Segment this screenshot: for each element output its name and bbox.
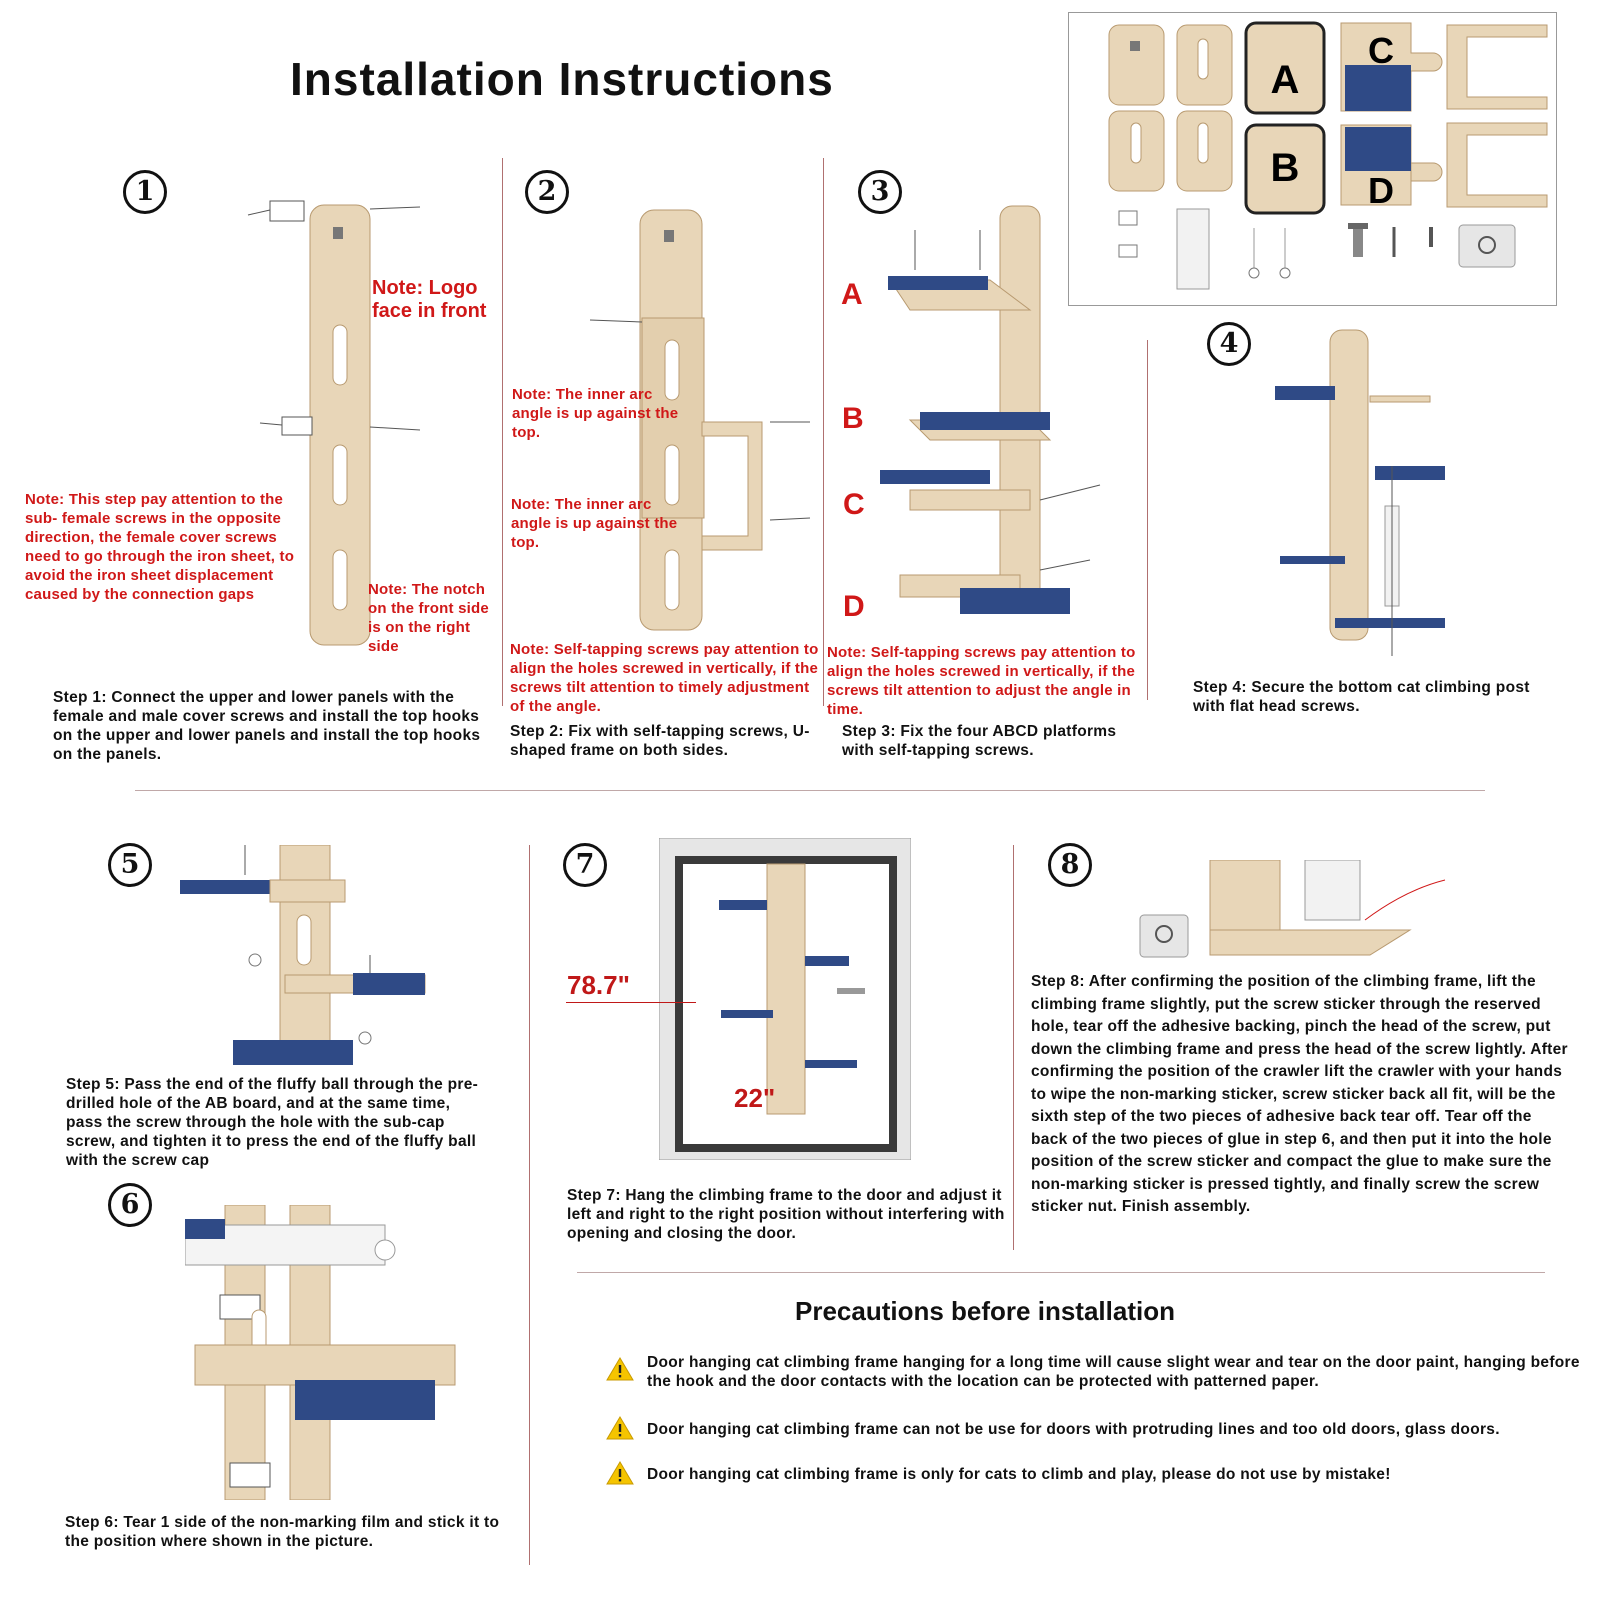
- divider: [529, 845, 530, 1565]
- note-logo: Note: Logo face in front: [372, 277, 487, 322]
- note-notch: Note: The notch on the front side is on …: [368, 581, 489, 655]
- step-1-text: Step 1: Connect the upper and lower pane…: [53, 689, 481, 763]
- step-4-text: Step 4: Secure the bottom cat climbing p…: [1193, 679, 1530, 715]
- parts-label-a: A: [1271, 58, 1300, 102]
- step-number-3: 3: [858, 170, 902, 214]
- precaution-item: Door hanging cat climbing frame can not …: [647, 1421, 1500, 1438]
- step-3-text: Step 3: Fix the four ABCD platforms with…: [842, 723, 1117, 759]
- step7-door-illustration: [659, 838, 911, 1160]
- parts-label-b: B: [1271, 146, 1300, 190]
- note-self-tapping-2: Note: Self-tapping screws pay attention …: [510, 641, 819, 715]
- step-8-text: Step 8: After confirming the position of…: [1031, 973, 1568, 1215]
- step1-illustration: [247, 200, 421, 646]
- warning-icon: [606, 1461, 634, 1485]
- height-dimension: 78.7": [567, 970, 630, 1000]
- note-sub-female-screws: Note: This step pay attention to the sub…: [25, 491, 295, 603]
- platform-label-d: D: [843, 590, 865, 623]
- step-number-4: 4: [1207, 322, 1251, 366]
- step-number-1: 1: [123, 170, 167, 214]
- note-inner-arc-1: Note: The inner arc angle is up against …: [512, 386, 679, 441]
- note-self-tapping-3: Note: Self-tapping screws pay attention …: [827, 644, 1136, 718]
- step-number-6: 6: [108, 1183, 152, 1227]
- precaution-item: Door hanging cat climbing frame hanging …: [647, 1354, 1580, 1390]
- parts-box: A B C D: [1068, 12, 1557, 306]
- divider: [1013, 845, 1014, 1250]
- step-number-5: 5: [108, 843, 152, 887]
- platform-label-a: A: [841, 278, 863, 311]
- note-inner-arc-2: Note: The inner arc angle is up against …: [511, 496, 678, 551]
- parts-label-c: C: [1368, 30, 1394, 71]
- parts-label-d: D: [1368, 170, 1394, 211]
- dimension-line: [566, 1002, 696, 1003]
- platform-label-c: C: [843, 488, 865, 521]
- warning-icon: [606, 1357, 634, 1381]
- step-2-text: Step 2: Fix with self-tapping screws, U-…: [510, 723, 810, 759]
- step-5-text: Step 5: Pass the end of the fluffy ball …: [66, 1076, 479, 1169]
- page-title: Installation Instructions: [290, 53, 834, 105]
- divider: [502, 158, 503, 706]
- divider: [135, 790, 1485, 791]
- step-number-7: 7: [563, 843, 607, 887]
- precautions-title: Precautions before installation: [795, 1296, 1175, 1326]
- width-dimension: 22": [734, 1083, 776, 1113]
- step-7-text: Step 7: Hang the climbing frame to the d…: [567, 1187, 1005, 1242]
- step5-illustration: [180, 845, 426, 1065]
- step-6-text: Step 6: Tear 1 side of the non-marking f…: [65, 1514, 500, 1550]
- step4-illustration: [1275, 329, 1445, 656]
- step3-illustration: [880, 205, 1101, 614]
- platform-label-b: B: [842, 402, 864, 435]
- parts-illustration: A B C D: [1108, 21, 1548, 290]
- divider: [823, 158, 824, 706]
- step-number-8: 8: [1048, 843, 1092, 887]
- divider: [1147, 340, 1148, 700]
- step8-illustration: [1139, 860, 1446, 958]
- divider: [577, 1272, 1545, 1273]
- precaution-item: Door hanging cat climbing frame is only …: [647, 1466, 1391, 1483]
- warning-icon: [606, 1416, 634, 1440]
- step-number-2: 2: [525, 170, 569, 214]
- step6-illustration: [185, 1205, 456, 1500]
- step2-illustration: [589, 209, 811, 631]
